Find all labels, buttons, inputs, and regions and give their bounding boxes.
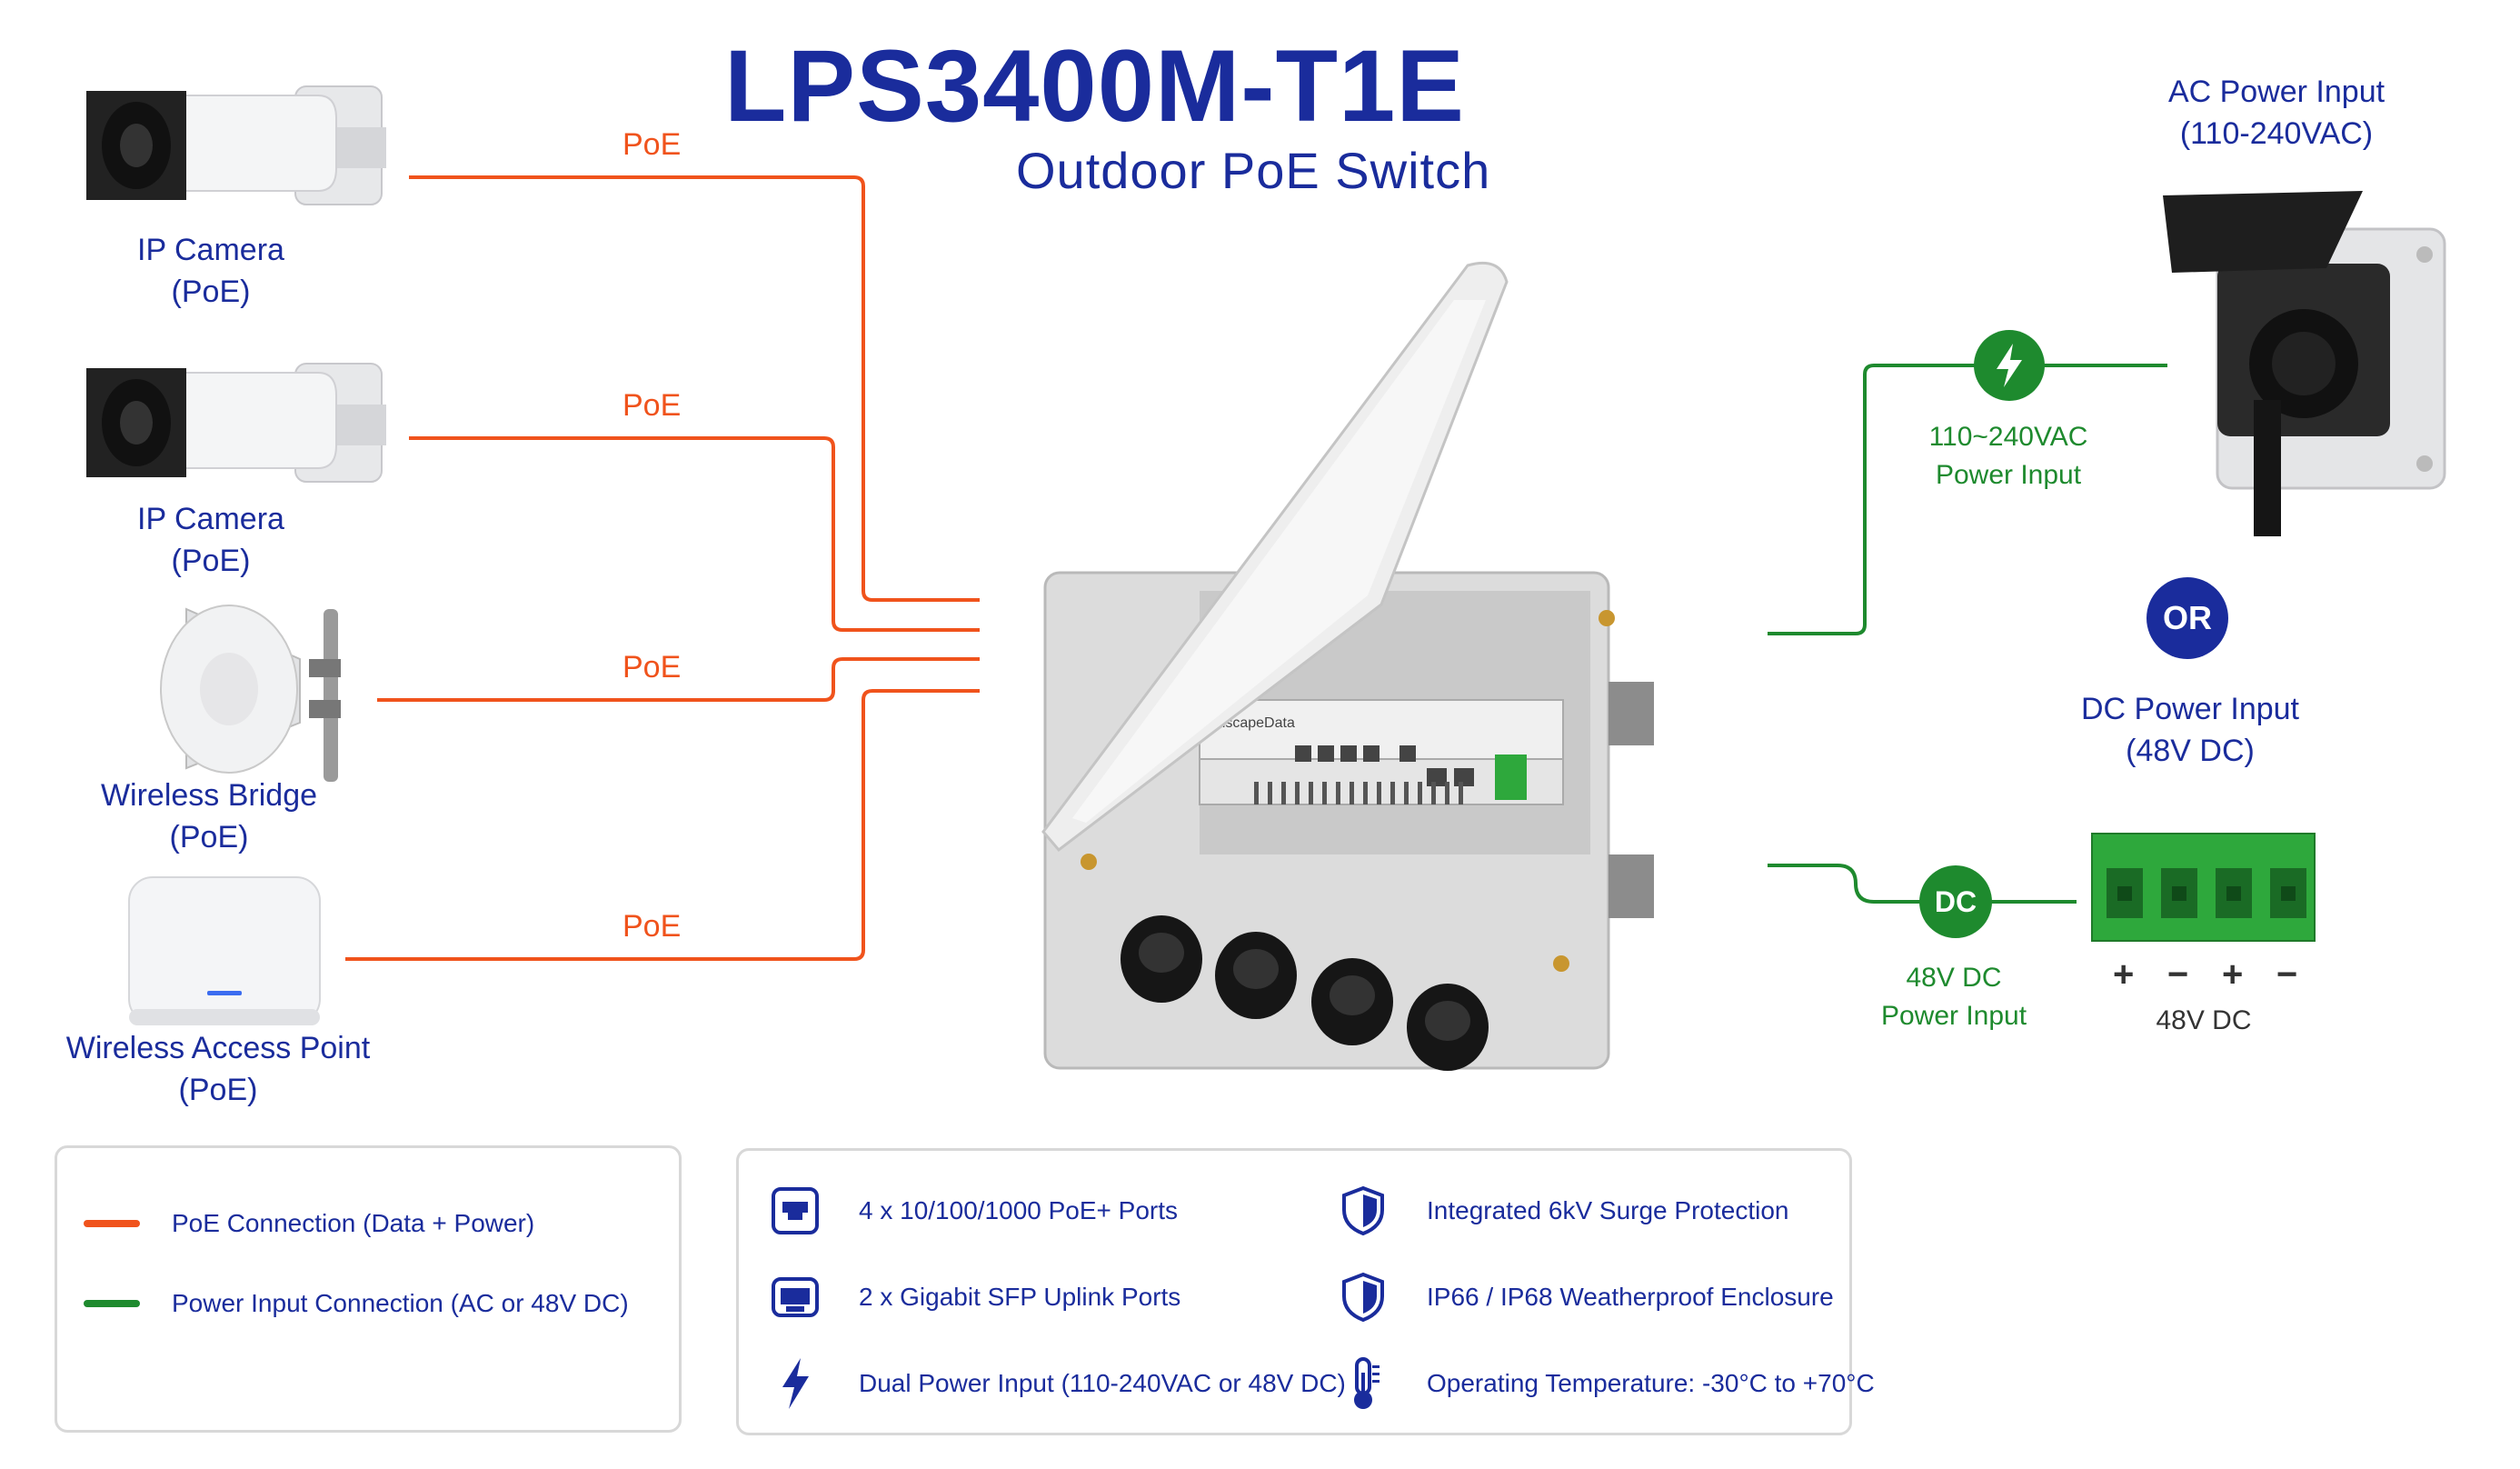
poe-label-1: PoE [623,127,682,162]
dc-power-input-label: DC Power Input(48V DC) [2081,692,2299,768]
poe-line-access-point [345,689,980,961]
sfp-port-icon [768,1270,822,1324]
thermometer-icon [1336,1356,1390,1411]
feature-dual-power: Dual Power Input (110-240VAC or 48V DC) [768,1356,1346,1411]
feature-text: Dual Power Input (110-240VAC or 48V DC) [859,1369,1346,1397]
page-title: LPS3400M-T1E [724,29,1465,143]
shield-icon [1336,1184,1390,1238]
terminal-sign-2: − [2167,954,2189,994]
legend-item-poe: PoE Connection (Data + Power) [84,1209,534,1238]
page-subtitle: Outdoor PoE Switch [1016,142,1491,199]
ac-outlet-image [2163,191,2446,536]
lightning-badge-icon [1974,330,2045,401]
dc-terminal-block-image [2091,833,2316,942]
terminal-sign-4: − [2276,954,2298,994]
feature-operating-temp: Operating Temperature: -30°C to +70°C [1336,1356,1875,1411]
feature-text: Integrated 6kV Surge Protection [1427,1196,1789,1224]
ip-camera-1-image [86,85,386,205]
power-line-dc [1768,864,2077,904]
feature-poe-ports: 4 x 10/100/1000 PoE+ Ports [768,1184,1178,1238]
switch-brand: InscapeData [1213,715,1295,731]
poe-label-3: PoE [623,650,682,685]
feature-weatherproof: IP66 / IP68 Weatherproof Enclosure [1336,1270,1834,1324]
poe-lines [345,175,980,961]
legend-swatch-poe [84,1220,140,1227]
legend-item-power: Power Input Connection (AC or 48V DC) [84,1289,629,1318]
dc-badge: DC [1919,865,1992,938]
terminal-label: 48V DC [2156,1005,2252,1035]
poe-label-4: PoE [623,909,682,944]
feature-surge-protection: Integrated 6kV Surge Protection [1336,1184,1788,1238]
or-badge: OR [2146,577,2228,659]
feature-text: 2 x Gigabit SFP Uplink Ports [859,1283,1181,1311]
legend-label-power: Power Input Connection (AC or 48V DC) [172,1289,629,1317]
feature-text: Operating Temperature: -30°C to +70°C [1427,1369,1875,1397]
ethernet-port-icon [768,1184,822,1238]
device-label-ip-camera-1: IP Camera(PoE) [137,233,284,309]
power-lines [1768,364,2167,904]
poe-line-bridge [377,657,980,702]
shield-icon [1336,1270,1390,1324]
feature-sfp-ports: 2 x Gigabit SFP Uplink Ports [768,1270,1180,1324]
feature-text: 4 x 10/100/1000 PoE+ Ports [859,1196,1179,1224]
features-box [736,1148,1852,1435]
switch-enclosure-image: InscapeData [1041,261,1654,1071]
device-label-wireless-bridge: Wireless Bridge(PoE) [100,778,318,854]
terminal-sign-1: + [2113,954,2135,994]
legend-swatch-power [84,1300,140,1307]
poe-line-camera-2 [409,436,980,632]
lightning-icon [768,1356,822,1411]
wireless-access-point-image [128,876,321,1025]
power-line-ac [1768,364,2167,635]
device-label-ip-camera-2: IP Camera(PoE) [137,502,284,578]
device-label-wireless-access-point: Wireless Access Point(PoE) [65,1031,371,1107]
terminal-sign-3: + [2222,954,2244,994]
poe-line-camera-1 [409,175,980,602]
wireless-bridge-image [160,605,341,782]
legend-box [55,1145,682,1433]
ip-camera-2-image [86,363,386,483]
legend-label-poe: PoE Connection (Data + Power) [172,1209,535,1237]
feature-text: IP66 / IP68 Weatherproof Enclosure [1427,1283,1834,1311]
ac-power-input-label: AC Power Input(110-240VAC) [2167,75,2386,151]
poe-label-2: PoE [623,388,682,423]
